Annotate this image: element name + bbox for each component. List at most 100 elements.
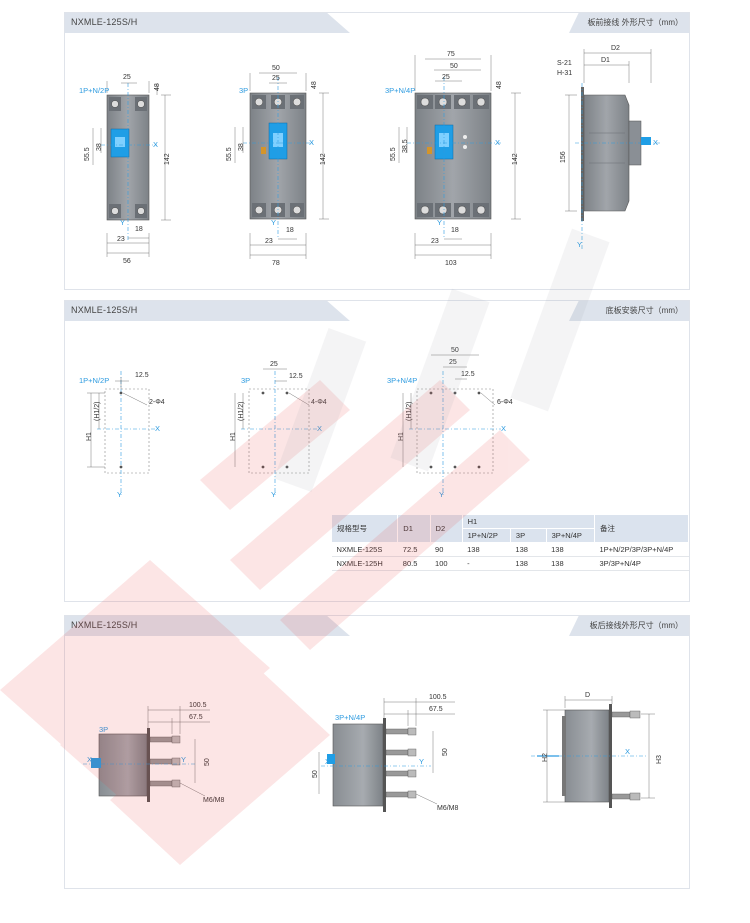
front-3p-dim-78: 78 <box>272 260 280 267</box>
rear-4p-y-axis: Y <box>419 757 424 766</box>
mount-2p-label: 1P+N/2P <box>79 376 109 385</box>
front-wiring-panel: NXMLE-125S/H 板前接线 外形尺寸（mm） 1P+N/2P <box>64 12 690 290</box>
section-subtitle: 底板安装尺寸（mm） <box>605 306 683 315</box>
cell-note: 1P+N/2P/3P/3P+N/4P <box>594 542 689 557</box>
rear-3p-bolt: M6/M8 <box>203 797 225 804</box>
front-2p-dim-25: 25 <box>123 74 131 81</box>
mount-2p-dim-125: 12.5 <box>135 372 149 379</box>
cell-d1: 80.5 <box>397 556 431 571</box>
rear-side-dim-h2: H2 <box>542 753 549 762</box>
cell-d1: 72.5 <box>397 542 431 557</box>
rear-3p-x-axis: X <box>87 755 92 764</box>
front-3p-dim-38: 38 <box>238 143 245 151</box>
front-2p-dim-23: 23 <box>117 236 125 243</box>
section-header: NXMLE-125S/H 板后接线外形尺寸（mm） <box>65 616 689 636</box>
rear-4p-label: 3P+N/4P <box>335 713 365 722</box>
mount-3p-label: 3P <box>241 376 250 385</box>
mount-2p-h1: H1 <box>86 432 93 441</box>
front-4p-dim-23: 23 <box>431 238 439 245</box>
side-x-axis: X <box>653 138 658 147</box>
rear-4p-dim-675: 67.5 <box>429 706 443 713</box>
front-2p-drawing <box>92 81 171 257</box>
rear-3p-y-axis: Y <box>181 755 186 764</box>
rear-side-dim-h3: H3 <box>656 755 663 764</box>
side-dim-h31: H-31 <box>557 70 572 77</box>
front-2p-dim-56: 56 <box>123 258 131 265</box>
mount-4p-holes: 6-Φ4 <box>497 399 513 406</box>
rear-drawings: 3P 100.5 67.5 50 M6/M8 X Y 3P+N/4P 100.5… <box>83 692 663 812</box>
cell-h1-3p: 138 <box>510 556 547 571</box>
mount-4p-x-axis: X <box>501 424 506 433</box>
mount-4p-drawing <box>402 354 501 497</box>
front-4p-dim-50: 50 <box>450 63 458 70</box>
mount-3p-h1: H1 <box>230 432 237 441</box>
rear-side-dim-d: D <box>585 692 590 699</box>
mounting-panel: NXMLE-125S/H 底板安装尺寸（mm） 1P+N/2P 12.5 2-Φ… <box>64 300 690 602</box>
front-4p-label: 3P+N/4P <box>385 86 415 95</box>
mount-2p-h1-half: (H1/2) <box>94 402 101 421</box>
front-4p-x-axis: X <box>495 138 500 147</box>
front-2p-y-axis: Y <box>120 218 125 227</box>
side-dim-d2: D2 <box>611 45 620 52</box>
front-3p-y-axis: Y <box>271 218 276 227</box>
mount-2p-holes: 2-Φ4 <box>149 399 165 406</box>
mount-4p-dim-50: 50 <box>451 347 459 354</box>
section-title: NXMLE-125S/H <box>71 620 138 630</box>
side-dim-s21: S-21 <box>557 60 572 67</box>
rear-4p-dim-50-right: 50 <box>442 748 449 756</box>
mount-2p-drawing <box>87 371 155 497</box>
col-h1-3p: 3P <box>509 528 547 543</box>
front-4p-dim-555: 55.5 <box>390 147 397 161</box>
table-subheader-row: 1P+N/2P 3P 3P+N/4P <box>332 528 689 543</box>
front-drawings: 1P+N/2P 25 48 142 55.5 38 18 23 56 X Y <box>79 45 661 267</box>
rear-3p-dim-50: 50 <box>204 758 211 766</box>
mount-3p-x-axis: X <box>317 424 322 433</box>
table-header-row: 规格型号 D1 D2 H1 备注 <box>330 514 690 543</box>
cell-d2: 90 <box>430 542 463 557</box>
front-4p-dim-103: 103 <box>445 260 457 267</box>
table-row: NXMLE-125H 80.5 100 - 138 138 3P/3P+N/4P <box>331 556 689 571</box>
cell-model: NXMLE-125S <box>331 542 398 557</box>
col-h1-4p: 3P+N/4P <box>545 528 595 543</box>
mount-3p-dim-125: 12.5 <box>289 373 303 380</box>
side-dim-156: 156 <box>560 151 567 163</box>
table-row: NXMLE-125S 72.5 90 138 138 138 1P+N/2P/3… <box>331 542 689 557</box>
rear-4p-dim-1005: 100.5 <box>429 694 447 701</box>
rear-3p-label: 3P <box>99 725 108 734</box>
front-2p-dim-555: 55.5 <box>84 147 91 161</box>
rear-3p-dim-1005: 100.5 <box>189 702 207 709</box>
front-2p-dim-38: 38 <box>96 143 103 151</box>
front-4p-dim-142: 142 <box>512 153 519 165</box>
side-dim-d1: D1 <box>601 57 610 64</box>
mount-3p-y-axis: Y <box>271 490 276 499</box>
rear-3p-dim-675: 67.5 <box>189 714 203 721</box>
cell-note: 3P/3P+N/4P <box>594 556 689 571</box>
mounting-drawings: 1P+N/2P 12.5 2-Φ4 H1 (H1/2) X Y 3P 25 12… <box>79 347 513 499</box>
front-2p-dim-48: 48 <box>154 83 161 91</box>
front-3p-dim-142: 142 <box>320 153 327 165</box>
front-3p-dim-48: 48 <box>311 81 318 89</box>
rear-4p-bolt: M6/M8 <box>437 805 459 812</box>
mount-3p-dim-25: 25 <box>270 361 278 368</box>
front-3p-label: 3P <box>239 86 248 95</box>
section-title: NXMLE-125S/H <box>71 305 138 315</box>
col-d2: D2 <box>429 514 463 543</box>
front-3p-dim-25: 25 <box>272 75 280 82</box>
cell-h1-1p: - <box>462 556 511 571</box>
front-3p-dim-555: 55.5 <box>226 147 233 161</box>
mount-4p-dim-25: 25 <box>449 359 457 366</box>
mount-4p-label: 3P+N/4P <box>387 376 417 385</box>
front-4p-dim-25: 25 <box>442 74 450 81</box>
front-2p-label: 1P+N/2P <box>79 86 109 95</box>
front-3p-drawing <box>234 72 329 259</box>
front-4p-drawing <box>398 55 521 259</box>
mount-4p-dim-125: 12.5 <box>461 371 475 378</box>
rear-side-x-axis: X <box>625 747 630 756</box>
front-4p-dim-18: 18 <box>451 227 459 234</box>
front-3p-dim-23: 23 <box>265 238 273 245</box>
rear-side-drawing <box>531 696 655 808</box>
cell-model: NXMLE-125H <box>331 556 398 571</box>
cell-d2: 100 <box>430 556 463 571</box>
rear-3p-drawing <box>83 706 210 802</box>
section-title: NXMLE-125S/H <box>71 17 138 27</box>
